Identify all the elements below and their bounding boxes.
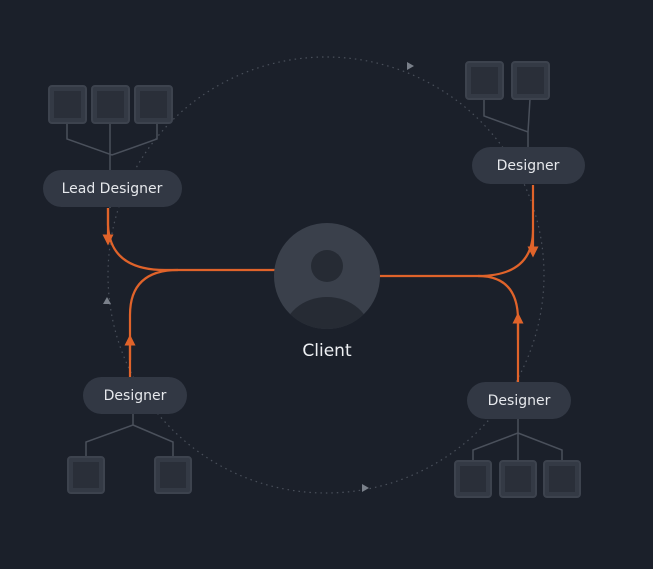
cycle-arrow-icon <box>362 484 369 492</box>
designer-tr-deliverable-connectors <box>483 98 531 147</box>
deliverable-boxes <box>48 61 581 498</box>
client-label: Client <box>302 341 352 361</box>
cycle-ring <box>107 56 545 494</box>
flow-designer-bl-to-client <box>128 268 179 377</box>
node-label: Designer <box>104 388 167 404</box>
node-label: Designer <box>488 393 551 409</box>
cycle-arrow-icon <box>103 297 111 304</box>
designer-br-deliverable-connectors <box>472 418 563 461</box>
node-label: Lead Designer <box>62 181 163 197</box>
node-designer-bottom-right: Designer <box>467 382 571 419</box>
cycle-arrow-icon <box>407 62 414 70</box>
node-designer-top-right: Designer <box>472 147 585 184</box>
node-client: Client <box>274 223 380 361</box>
node-designer-bottom-left: Designer <box>83 377 187 414</box>
node-lead-designer: Lead Designer <box>43 170 182 207</box>
designer-bl-deliverable-connectors <box>85 413 174 457</box>
node-label: Designer <box>497 158 560 174</box>
